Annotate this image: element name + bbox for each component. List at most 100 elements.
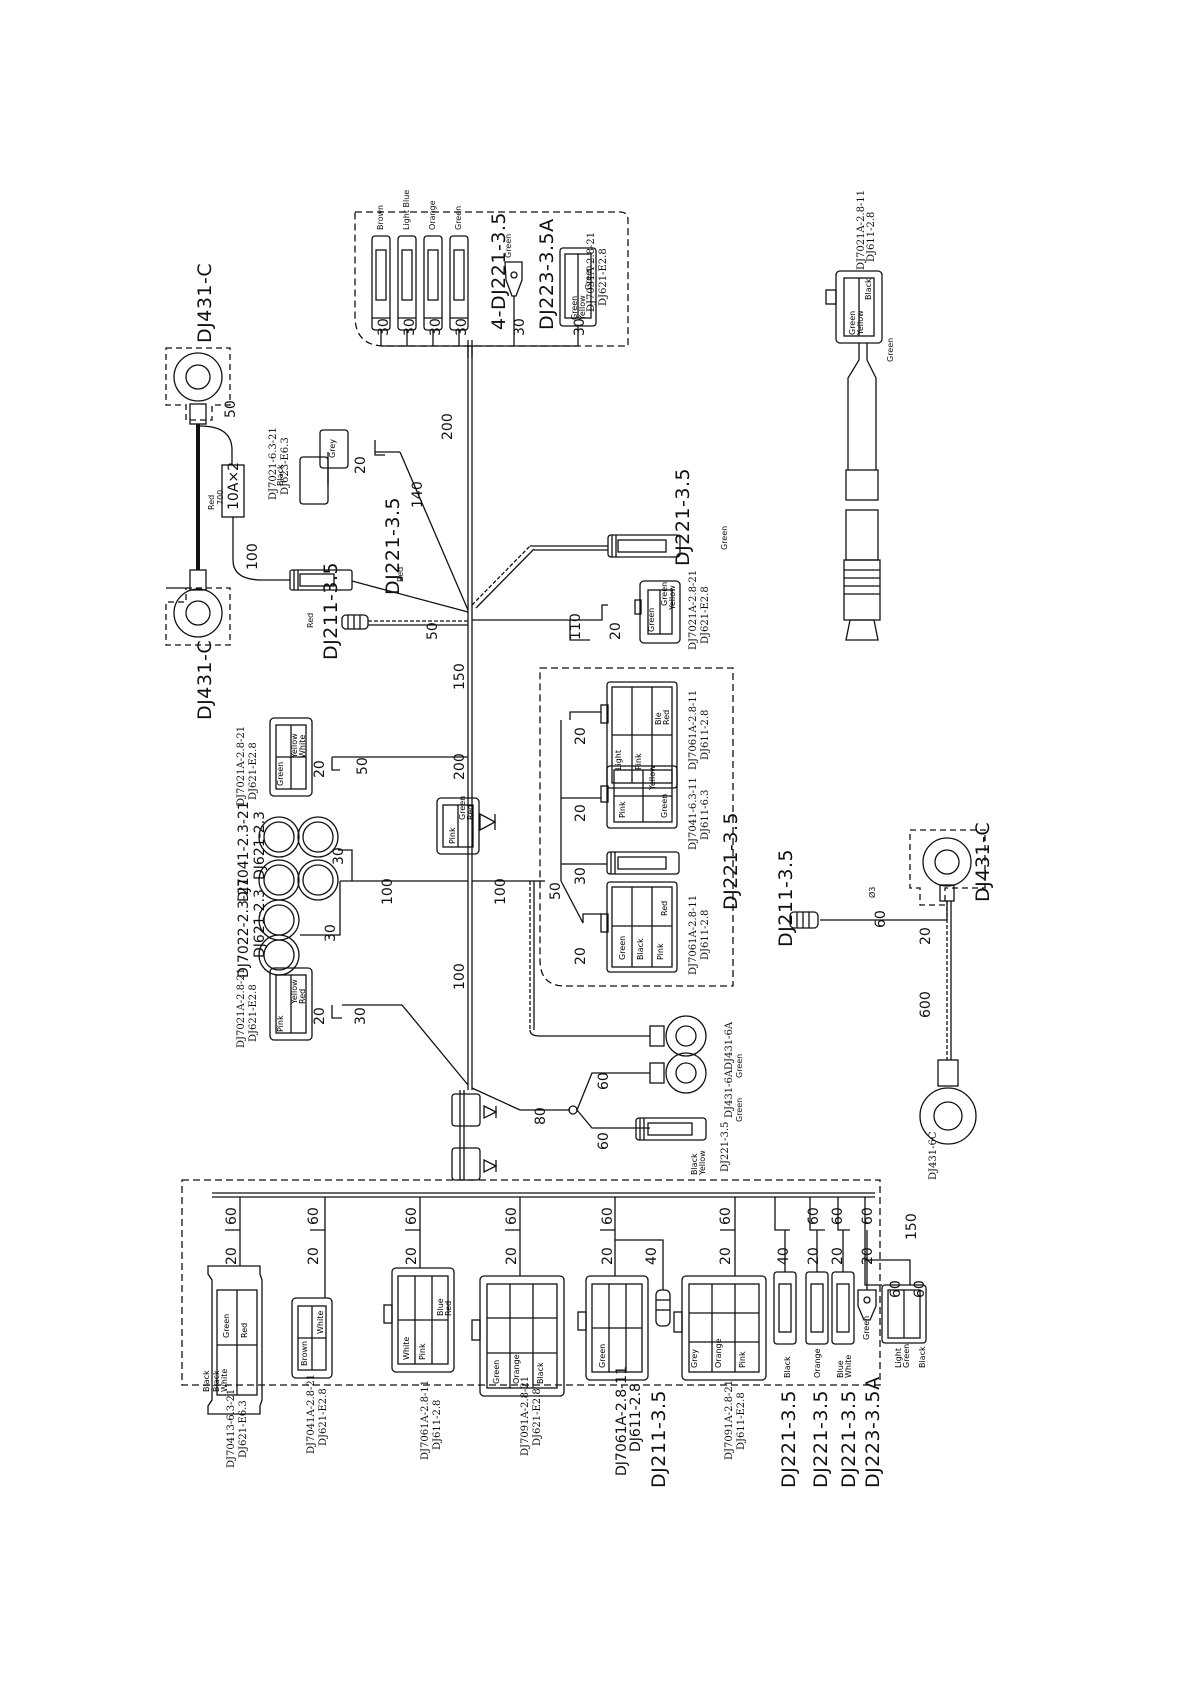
wire-color: Orange xyxy=(428,200,437,230)
pin-label: White xyxy=(402,1336,411,1360)
part-code: DJ621-E2.8 xyxy=(700,586,711,644)
length-label: 30 xyxy=(428,318,444,336)
pin-label: Green xyxy=(598,1343,607,1368)
terminal-title: DJ221-3.5 xyxy=(810,1389,832,1488)
pin-label: Light xyxy=(614,750,623,770)
length-label: 60 xyxy=(806,1207,822,1225)
part-code: DJ7091A-2.8-21 xyxy=(724,1379,735,1460)
part-code: DJ621-2.3 xyxy=(252,811,268,880)
sensor-cable xyxy=(825,270,883,641)
length-label: 60 xyxy=(404,1207,420,1225)
wire-color: Red xyxy=(306,612,315,628)
terminal-title: DJ211-3.5 xyxy=(320,561,342,660)
length-label: 60 xyxy=(860,1207,876,1225)
diode-connector xyxy=(436,797,497,855)
length-label: 60 xyxy=(830,1207,846,1225)
pin-label: Red xyxy=(660,900,669,916)
length-label: 60 xyxy=(600,1207,616,1225)
length-label: 20 xyxy=(504,1247,520,1265)
length-label: 100 xyxy=(452,963,468,990)
length-label: 60 xyxy=(718,1207,734,1225)
battery-cable xyxy=(165,347,353,646)
part-code: DJ611-2.8 xyxy=(628,1383,644,1452)
bottom-connector-group xyxy=(181,1179,927,1415)
pin-label: Green xyxy=(862,1315,871,1340)
part-code: DJ621-E2.8 xyxy=(532,1388,543,1446)
pin-label: Green xyxy=(902,1343,911,1368)
part-code: DJ7091A-2.8-21 xyxy=(520,1375,531,1456)
pin-label: Red xyxy=(444,1300,453,1316)
wire-color: Green xyxy=(735,1097,744,1122)
pin-label: Yellow xyxy=(578,295,587,320)
length-label: 20 xyxy=(600,1247,616,1265)
length-label: 60 xyxy=(888,1280,904,1298)
upper-branches xyxy=(341,534,681,644)
length-label: 60 xyxy=(596,1072,612,1090)
ring-terminal-title: DJ431-C xyxy=(194,639,216,720)
part-code: DJ7022-2.3-21 xyxy=(236,877,252,978)
length-label: 30 xyxy=(572,318,588,336)
terminal-title: DJ211-3.5 xyxy=(648,1389,670,1488)
part-code: DJ7021A-2.8-21 xyxy=(688,569,699,650)
wire-color: Red xyxy=(396,566,405,582)
fuse-holder-connector xyxy=(299,429,469,611)
part-code: DJ621-E6.3 xyxy=(238,1400,249,1458)
wire-color: Red xyxy=(207,494,216,510)
wire-color: Green xyxy=(504,233,513,258)
part-code: DJ7021A-2.8-21 xyxy=(236,967,247,1048)
part-code: DJ7061A-2.8-11 xyxy=(688,689,699,770)
length-label: 30 xyxy=(376,318,392,336)
pin-label: Green xyxy=(276,761,285,786)
part-code: DJ621-E2.8 xyxy=(248,742,259,800)
pin-label: Pink xyxy=(276,1015,285,1032)
length-label: 110 xyxy=(568,613,584,640)
right-connector-group xyxy=(539,667,734,987)
pink-connector xyxy=(269,967,469,1086)
top-terminals xyxy=(371,235,469,331)
pin-label: Black xyxy=(783,1356,792,1378)
pin-label: Black xyxy=(202,1370,211,1392)
pin-label: Green xyxy=(660,793,669,818)
part-code: DJ611-2.8 xyxy=(700,709,711,760)
pin-label: Pink xyxy=(634,753,643,770)
wire-color: Brown xyxy=(376,204,385,230)
pin-label: Green xyxy=(222,1313,231,1338)
length-label: 30 xyxy=(512,318,528,336)
length-label: 20 xyxy=(573,727,589,745)
length-label: 60 xyxy=(306,1207,322,1225)
part-code: DJ221-3.5 xyxy=(720,1121,731,1172)
yellow-white-connector xyxy=(269,717,340,797)
pin-label: Yellow xyxy=(648,765,657,790)
length-label: 20 xyxy=(573,947,589,965)
part-code: DJ621-E2.8 xyxy=(318,1388,329,1446)
part-code: DJ621-E2.8 xyxy=(248,984,259,1042)
terminal-title: DJ211-3.5 xyxy=(775,848,797,947)
wire-color: Light Blue xyxy=(402,189,411,230)
length-label: 50 xyxy=(548,882,564,900)
length-label: 20 xyxy=(860,1247,876,1265)
pin-label: Pink xyxy=(618,801,627,818)
pin-label: Pink xyxy=(418,1343,427,1360)
length-label: 20 xyxy=(573,804,589,822)
pin-label: Green xyxy=(618,935,627,960)
length-label: 30 xyxy=(323,924,339,942)
part-code: DJ7041-6.3-11 xyxy=(688,777,699,850)
length-label: 200 xyxy=(440,413,456,440)
pin-label: Pink xyxy=(738,1351,747,1368)
length-label: 50 xyxy=(425,622,441,640)
length-label: 30 xyxy=(402,318,418,336)
length-label: 50 xyxy=(355,757,371,775)
ring-terminal-title: DJ431-C xyxy=(972,821,994,902)
length-label: 100 xyxy=(245,543,261,570)
pin-label: Orange xyxy=(714,1338,723,1368)
pin-label: White xyxy=(298,734,307,758)
pin-label: Red xyxy=(662,709,671,725)
pin-label: Red xyxy=(298,988,307,1004)
length-label: 30 xyxy=(331,847,347,865)
pin-label: White xyxy=(220,1368,229,1392)
part-code: DJ611-2.8 xyxy=(866,211,877,262)
part-code: DJ611-2.8 xyxy=(432,1399,443,1450)
length-label: 140 xyxy=(410,481,426,508)
